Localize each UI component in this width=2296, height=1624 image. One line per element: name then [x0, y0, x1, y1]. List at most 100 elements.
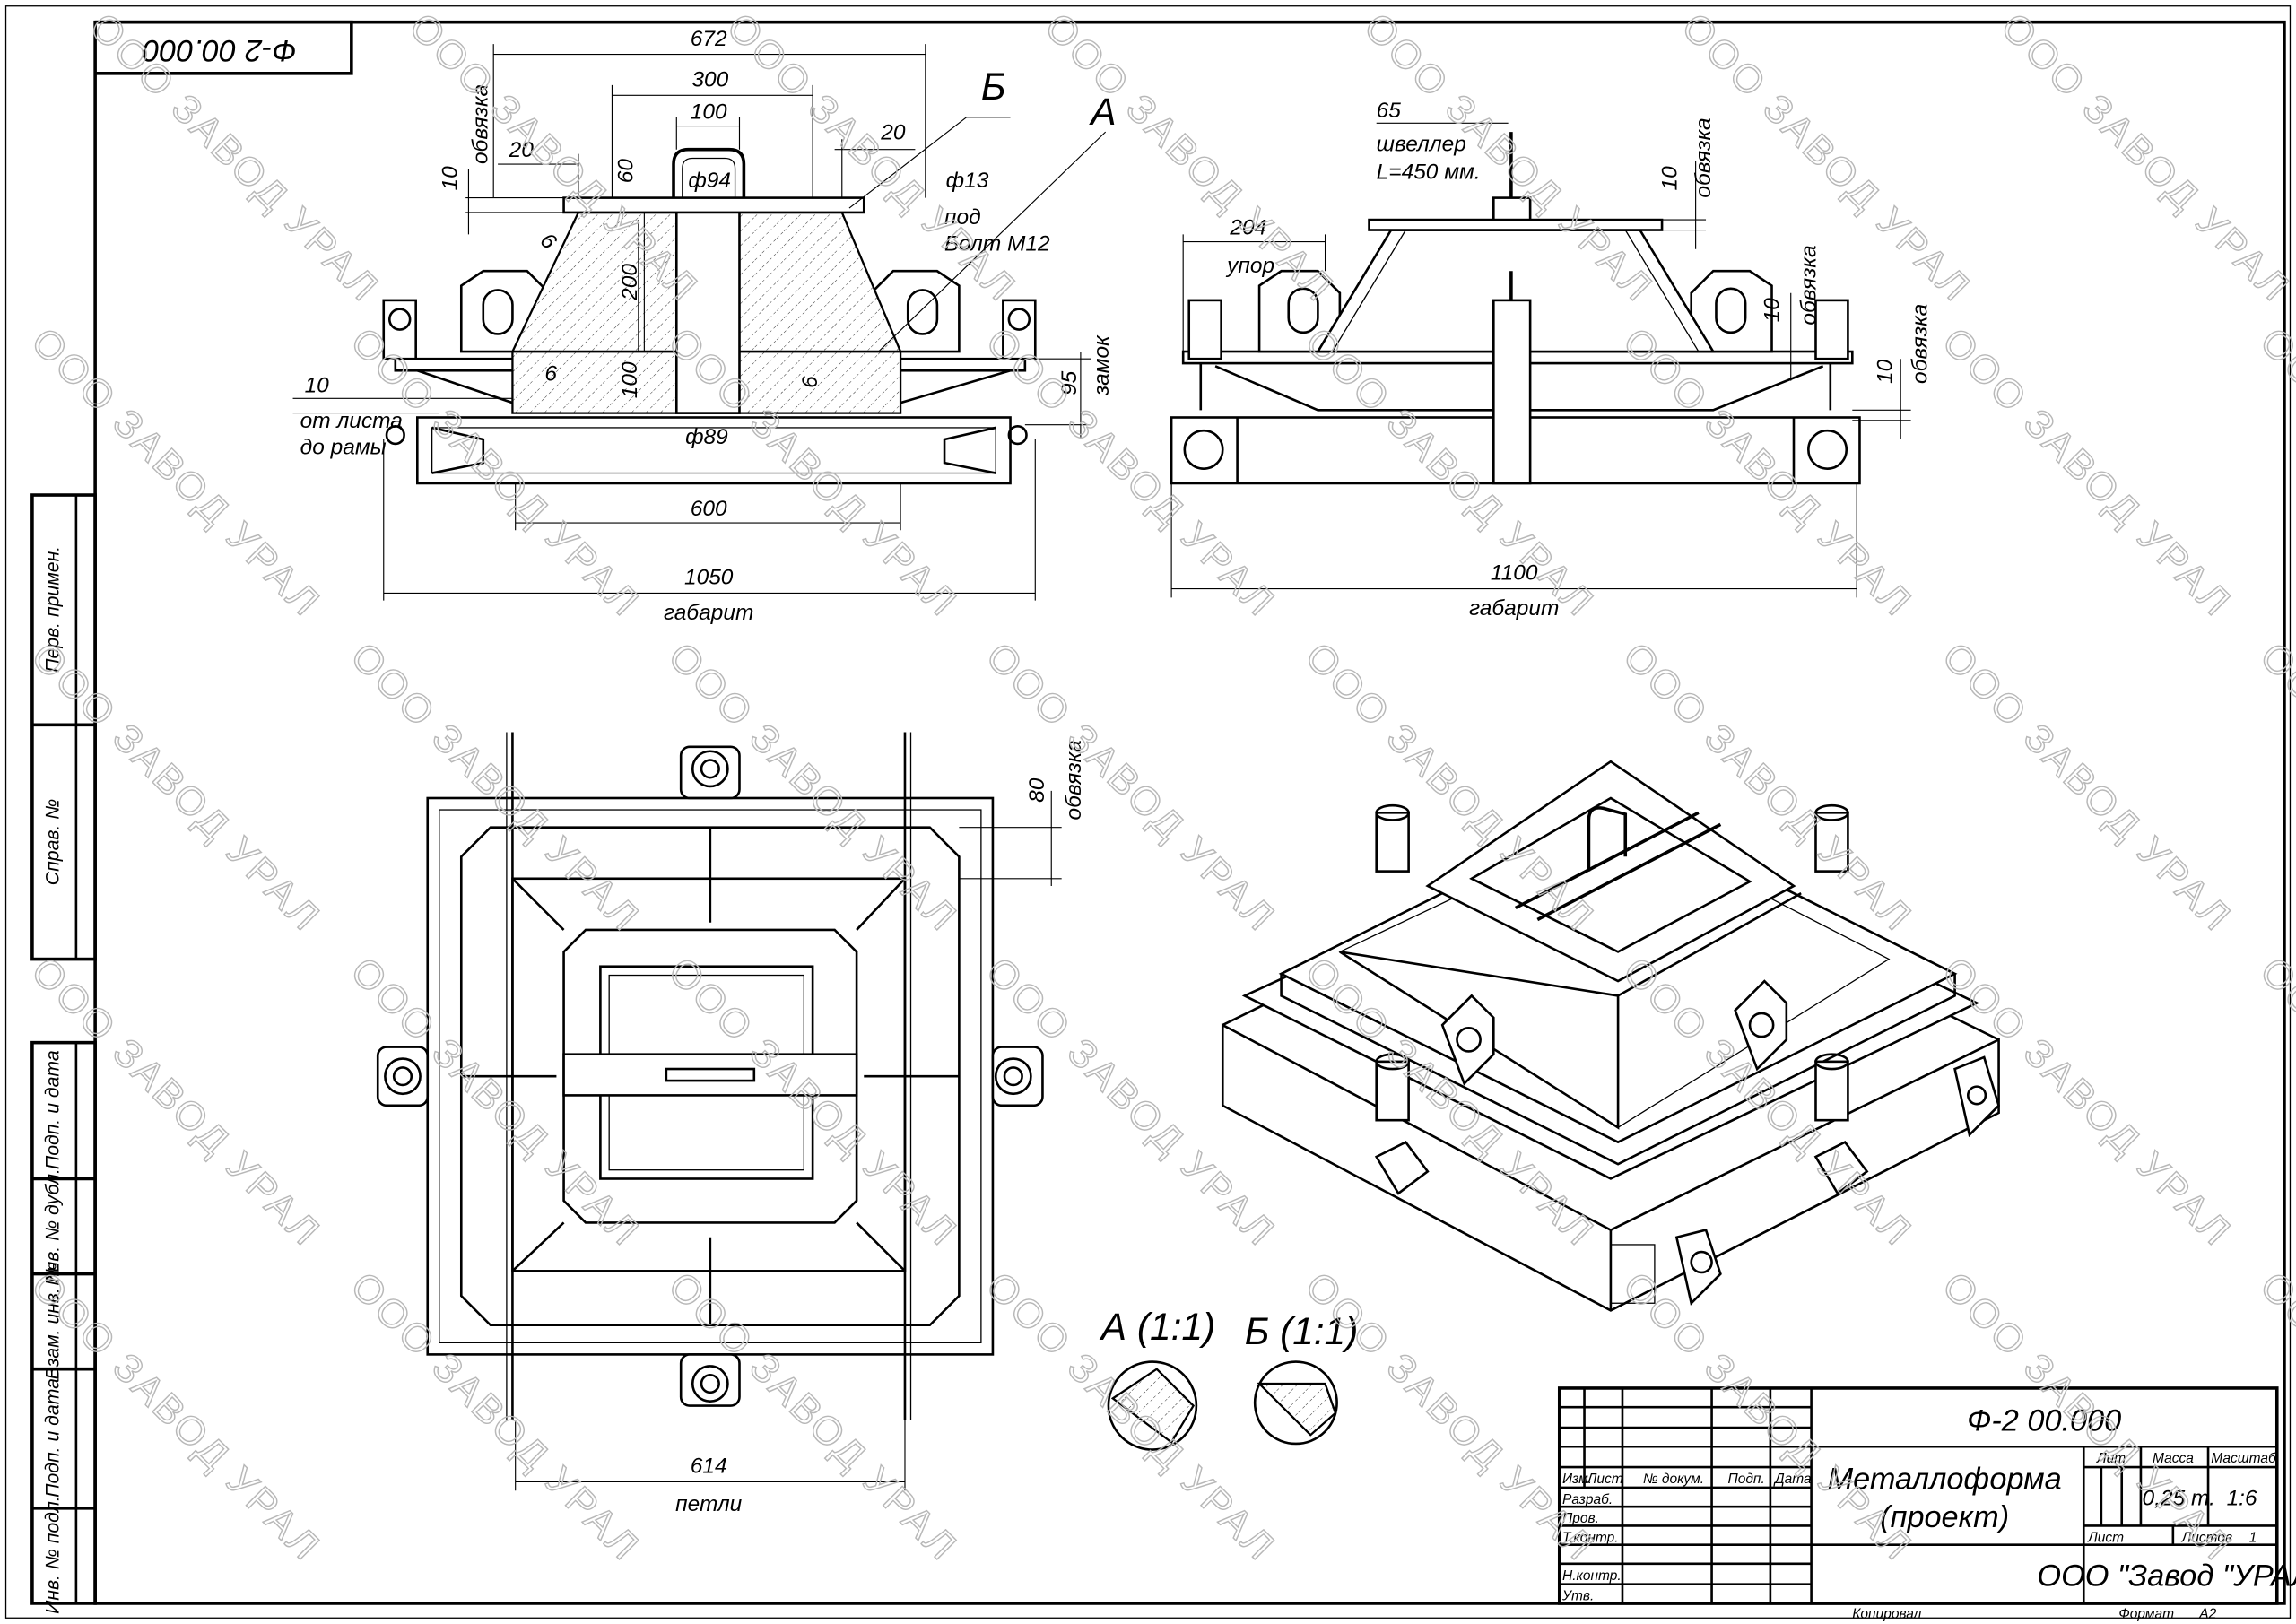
dim-label: 10 [438, 166, 462, 191]
upor-label: упор [1225, 254, 1274, 278]
strip-cell: Справ. № [42, 799, 63, 885]
dim-label: 65 [1377, 99, 1402, 123]
strip-cell: Подп. и дата [42, 1050, 63, 1169]
watermark-text: ООО ЗАВОД УРАЛ [978, 634, 1283, 940]
dim-label: 600 [691, 497, 727, 521]
dim-label: 10 [1761, 298, 1785, 323]
dim-label: 672 [691, 27, 727, 51]
dim-label: 614 [691, 1455, 727, 1479]
dim-label: 80 [1025, 777, 1049, 803]
dim-label: ф89 [685, 425, 728, 449]
bolt-label: Болт М12 [944, 231, 1050, 256]
watermark-text: ООО ЗАВОД УРАЛ [23, 949, 329, 1255]
watermark-text: ООО ЗАВОД УРАЛ [2251, 949, 2296, 1255]
mass-label: Масса [2152, 1451, 2194, 1466]
obvyazka-label: обвязка [1796, 245, 1821, 325]
watermark-text: ООО ЗАВОД УРАЛ [23, 634, 329, 940]
designation: Ф-2 00.000 [1967, 1403, 2121, 1437]
watermark-text: ООО ЗАВОД УРАЛ [2251, 634, 2296, 940]
gabarit-label: габарит [664, 601, 753, 625]
format-value: А2 [2198, 1606, 2216, 1621]
watermark-text: ООО ЗАВОД УРАЛ [1614, 1264, 1920, 1569]
watermark-text: ООО ЗАВОД УРАЛ [1934, 319, 2239, 625]
side-strip: Перв. примен. Справ. № Подп. и дата Инв.… [30, 493, 97, 1614]
header-podp: Подп. [1728, 1472, 1765, 1487]
dim-label: 20 [880, 120, 906, 144]
watermark-text: ООО ЗАВОД УРАЛ [343, 1264, 648, 1569]
name-line1: Металлоформа [1828, 1463, 2062, 1497]
strip-cell: Инв. № подл. [42, 1496, 63, 1614]
dim-label: 100 [618, 361, 642, 398]
dim-label: 10 [1873, 359, 1897, 384]
header-list: Лист [1587, 1472, 1623, 1487]
isometric-view [1221, 760, 2001, 1312]
strip-cell: Инв. № дубл. [42, 1168, 63, 1286]
scale-value: 1:6 [2227, 1487, 2257, 1511]
watermark-text: ООО ЗАВОД УРАЛ [1674, 4, 1979, 310]
pin [1814, 1053, 1849, 1122]
ot-lista-label: от листа [300, 409, 403, 433]
company-name: ООО "Завод "УРАЛ" [2037, 1559, 2296, 1593]
shveller-label: швеллер [1377, 132, 1466, 156]
sheet-label: Лист [2087, 1530, 2124, 1545]
role-label: Разраб. [1562, 1492, 1613, 1507]
length-label: L=450 мм. [1377, 160, 1481, 184]
obvyazka-label: обвязка [469, 84, 493, 164]
lit-label: Лит. [2096, 1451, 2129, 1466]
do-ramy-label: до рамы [300, 435, 387, 459]
detail-b: Б (1:1) [1245, 1310, 1359, 1446]
detail-a-label: А (1:1) [1099, 1306, 1215, 1348]
pin [1375, 803, 1410, 873]
front-view: 672 300 100 20 20 60 10 обвязка ф94 Б А … [292, 27, 1117, 625]
header-izm: Изм. [1562, 1472, 1592, 1487]
header-doc: № докум. [1643, 1472, 1704, 1487]
copied-label: Копировал [1852, 1606, 1921, 1621]
designation-stamp: Ф-2 00.000 [95, 20, 353, 75]
title-block: Изм. Лист № докум. Подп. Дата Разраб. Пр… [1557, 1386, 2296, 1621]
stamp-text: Ф-2 00.000 [143, 33, 297, 67]
mass-value: 0,25 т. [2143, 1487, 2215, 1511]
watermark-text: ООО ЗАВОД УРАЛ [1934, 634, 2239, 940]
role-label: Утв. [1561, 1589, 1594, 1604]
petli-label: петли [675, 1492, 742, 1516]
dim-label: 95 [1057, 370, 1082, 395]
header-data: Дата [1773, 1472, 1812, 1487]
dim-label: ф94 [688, 169, 731, 193]
dim-label: 1100 [1491, 561, 1538, 586]
dim-label: 6 [798, 376, 822, 388]
watermark-text: ООО ЗАВОД УРАЛ [1993, 4, 2296, 310]
pod-label: под [944, 205, 981, 230]
sheets-value: 1 [2249, 1530, 2257, 1545]
dim-label: 10 [305, 374, 330, 398]
watermark-text: ООО ЗАВОД УРАЛ [660, 1264, 966, 1569]
watermark-text: ООО ЗАВОД УРАЛ [2251, 319, 2296, 625]
detail-a: А (1:1) [1099, 1306, 1215, 1451]
lug-top [679, 745, 741, 800]
lug-left [376, 1046, 430, 1107]
watermark-text: ООО ЗАВОД УРАЛ [23, 1264, 329, 1569]
callout-b: Б [981, 65, 1006, 108]
obvyazka-label: обвязка [1692, 117, 1716, 197]
detail-b-label: Б (1:1) [1245, 1310, 1359, 1352]
name-line2: (проект) [1880, 1500, 2009, 1534]
gabarit-label: габарит [1469, 596, 1559, 621]
dim-label: 300 [691, 68, 728, 92]
pin [1375, 1053, 1410, 1122]
lug-right [991, 1046, 1044, 1107]
dim-label: 60 [613, 159, 638, 184]
dim-label: 6 [535, 229, 561, 255]
obvyazka-label: обвязка [1909, 304, 1933, 384]
role-label: Пров. [1562, 1511, 1599, 1526]
side-view: 65 швеллер L=450 мм. 204 упор 10 обвязка… [1170, 99, 1933, 621]
plan-view: 80 обвязка 614 петли [376, 732, 1086, 1516]
role-label: Н.контр. [1562, 1568, 1622, 1584]
pin [1814, 803, 1849, 873]
zamok-label: замок [1090, 334, 1114, 396]
obvyazka-label: обвязка [1062, 740, 1086, 820]
strip-cell: Перв. примен. [42, 546, 63, 673]
dim-label: 10 [1657, 166, 1682, 191]
strip-cell: Взам. инв. № [42, 1262, 63, 1379]
watermark-text: ООО ЗАВОД УРАЛ [343, 634, 648, 940]
watermark-text: ООО ЗАВОД УРАЛ [23, 319, 329, 625]
